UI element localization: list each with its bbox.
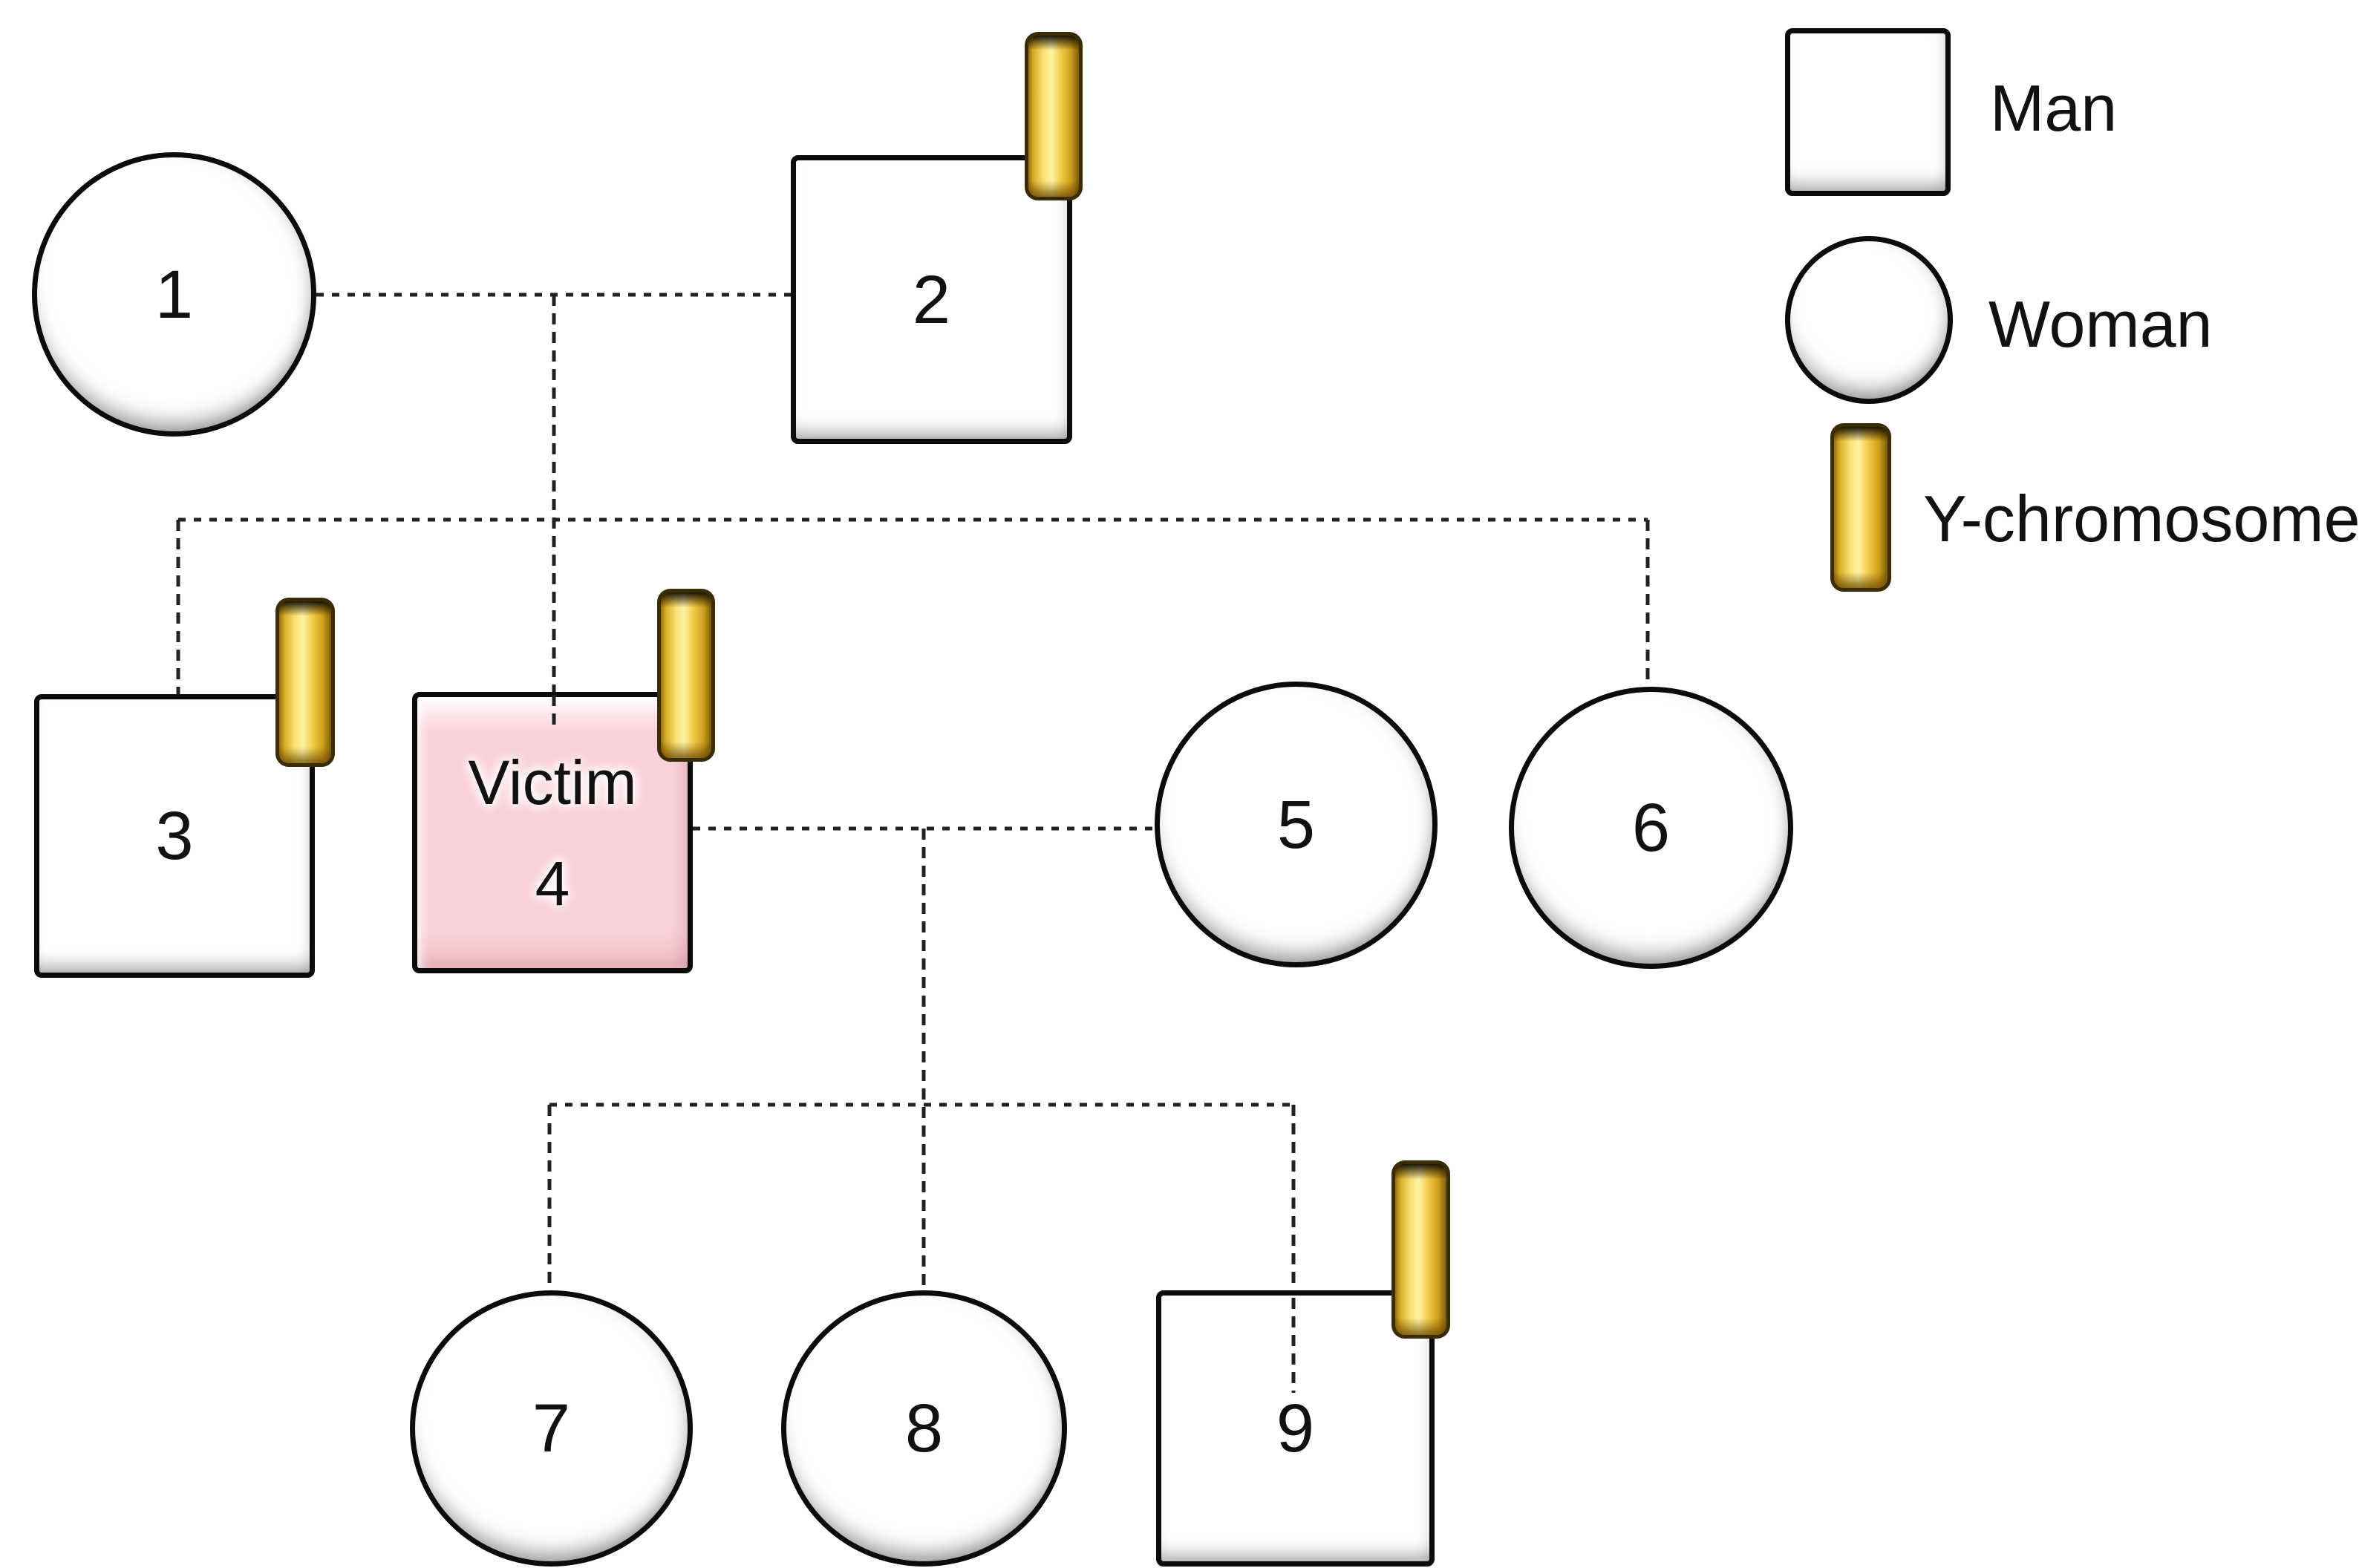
person-1-label: 1 [154, 256, 194, 333]
person-8-woman: 8 [781, 1290, 1067, 1567]
legend-man-label: Man [1990, 71, 2118, 145]
y-chromosome-icon-person-2 [1025, 32, 1083, 200]
person-9-man: 9 [1156, 1290, 1435, 1567]
y-chromosome-icon-person-9 [1391, 1160, 1450, 1339]
person-4-label: 4 [535, 848, 570, 918]
person-5-label: 5 [1276, 786, 1316, 863]
person-1-woman: 1 [32, 152, 316, 437]
y-chromosome-icon-person-4 [657, 589, 715, 762]
legend-y-chromosome-label: Y-chromosome [1923, 482, 2359, 555]
person-5-woman: 5 [1155, 682, 1438, 967]
person-3-man: 3 [34, 694, 315, 978]
victim-name: Victim [468, 747, 637, 817]
person-6-label: 6 [1631, 790, 1671, 866]
person-9-label: 9 [1276, 1391, 1315, 1466]
person-4-victim-man: Victim 4 [412, 692, 693, 973]
person-2-label: 2 [912, 261, 951, 338]
person-2-man: 2 [791, 155, 1072, 444]
person-6-woman: 6 [1509, 687, 1793, 969]
y-chromosome-icon-person-3 [275, 598, 335, 767]
victim-label-group: Victim 4 [468, 751, 636, 915]
legend-woman-label: Woman [1988, 287, 2213, 361]
person-7-woman: 7 [410, 1290, 693, 1567]
legend-y-chromosome-icon [1830, 423, 1891, 592]
person-7-label: 7 [532, 1391, 571, 1466]
person-8-label: 8 [904, 1391, 944, 1466]
person-3-label: 3 [155, 798, 194, 874]
legend-man-icon [1785, 28, 1951, 196]
legend-woman-icon [1785, 236, 1953, 404]
